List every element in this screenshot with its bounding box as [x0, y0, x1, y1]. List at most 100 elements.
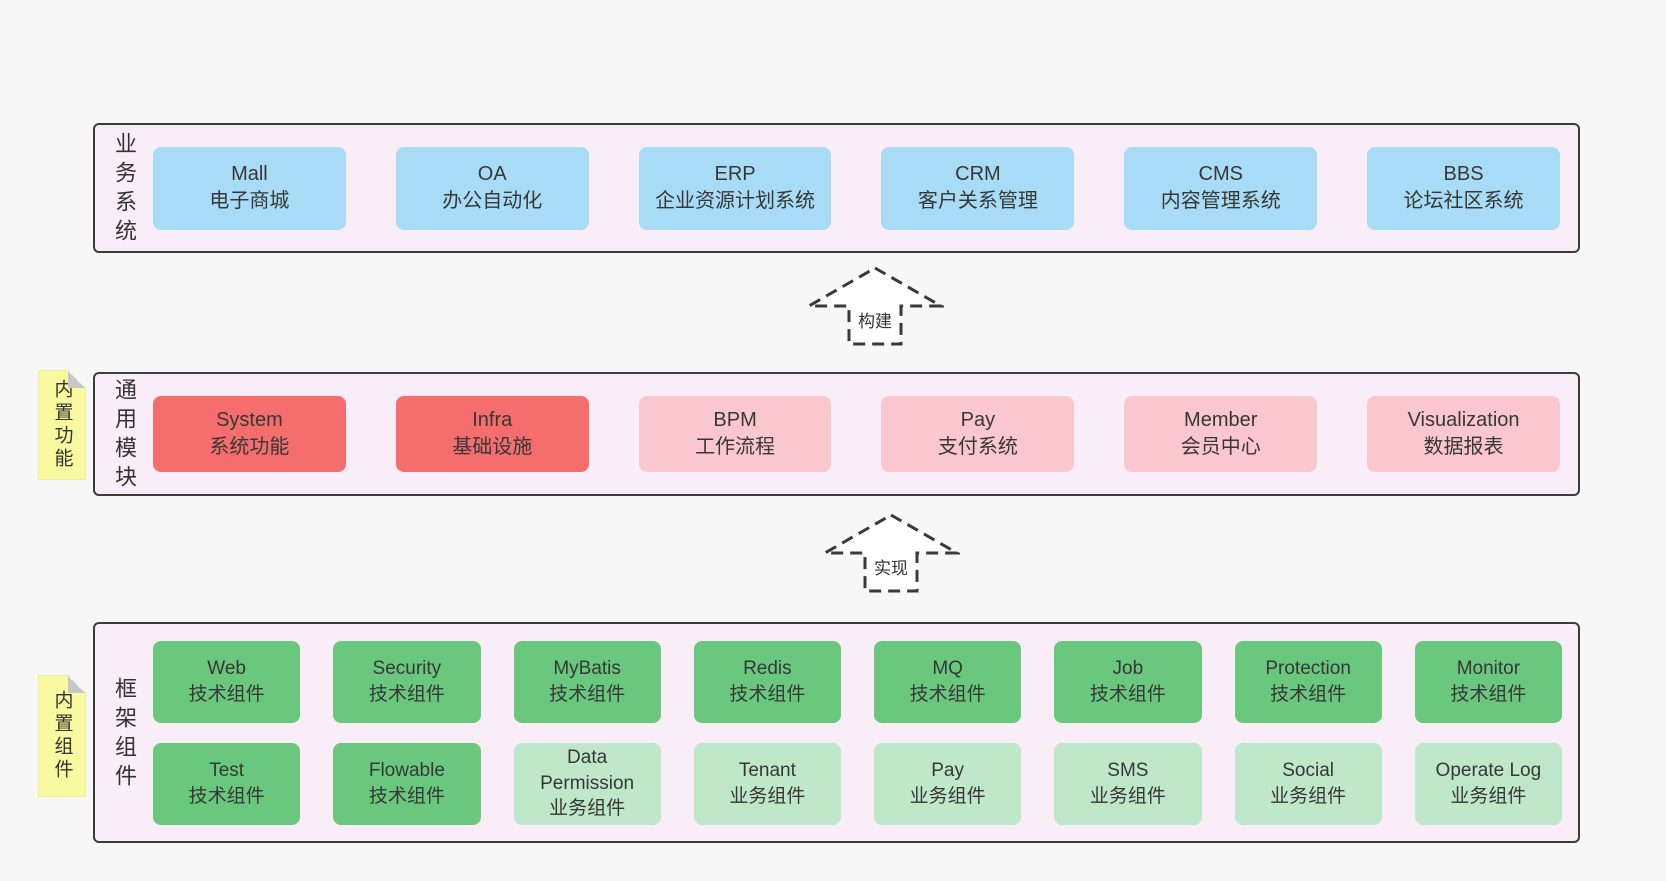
box-erp: ERP 企业资源计划系统 — [638, 146, 832, 230]
box-pay-component: Pay 业务组件 — [874, 742, 1022, 825]
box-title: Monitor — [1456, 657, 1521, 679]
box-system: System 系统功能 — [153, 396, 346, 472]
box-title: ERP — [714, 163, 756, 185]
box-social: Social 业务组件 — [1234, 742, 1382, 825]
box-title: Pay — [960, 409, 996, 431]
framework-row-2: Test 技术组件 Flowable 技术组件 Data Permission … — [153, 742, 1562, 825]
arrow-label: 实现 — [874, 559, 908, 578]
box-title: Test — [209, 759, 245, 781]
sticky-tag-builtin-components: 内置组件 — [38, 675, 86, 797]
box-subtitle: 技术组件 — [368, 785, 445, 807]
box-subtitle: 会员中心 — [1180, 436, 1261, 458]
framework-box-area: Web 技术组件 Security 技术组件 MyBatis 技术组件 Redi… — [153, 624, 1578, 841]
tag-label: 内置功能 — [51, 379, 73, 471]
box-subtitle: 论坛社区系统 — [1403, 190, 1524, 212]
box-title: CMS — [1198, 163, 1243, 185]
box-subtitle: 基础设施 — [452, 436, 533, 458]
box-infra: Infra 基础设施 — [395, 396, 589, 472]
box-bpm: BPM 工作流程 — [638, 396, 832, 472]
box-title: MQ — [932, 657, 963, 679]
box-subtitle: 业务组件 — [1089, 785, 1166, 807]
box-title: BBS — [1443, 163, 1484, 185]
box-subtitle: 技术组件 — [1450, 683, 1527, 705]
box-title: Operate Log — [1435, 759, 1542, 781]
panel-label-modules: 通用模块 — [112, 378, 137, 494]
box-title: Redis — [743, 657, 792, 679]
box-visualization: Visualization 数据报表 — [1367, 396, 1560, 472]
box-job: Job 技术组件 — [1054, 640, 1202, 723]
box-data-permission: Data Permission 业务组件 — [513, 742, 661, 825]
modules-box-area: System 系统功能 Infra 基础设施 BPM 工作流程 Pay 支付系统… — [153, 374, 1578, 494]
box-subtitle: 内容管理系统 — [1160, 190, 1281, 212]
box-title: System — [216, 409, 283, 431]
box-title: Job — [1112, 657, 1144, 679]
box-subtitle: 系统功能 — [209, 436, 290, 458]
box-title: Web — [207, 657, 246, 679]
implement-arrow: 实现 — [822, 512, 960, 594]
box-subtitle: 办公自动化 — [442, 190, 543, 212]
panel-framework-components: 框架组件 Web 技术组件 Security 技术组件 MyBatis 技术组件… — [93, 622, 1580, 843]
box-mall: Mall 电子商城 — [153, 146, 346, 230]
folded-corner-icon — [68, 371, 85, 388]
box-title: Member — [1184, 409, 1258, 431]
box-subtitle: 数据报表 — [1423, 436, 1504, 458]
box-title: Social — [1282, 759, 1334, 781]
box-title: BPM — [713, 409, 757, 431]
box-title: Mall — [231, 163, 268, 185]
box-title: Visualization — [1407, 409, 1520, 431]
box-mybatis: MyBatis 技术组件 — [513, 640, 661, 723]
box-subtitle: 业务组件 — [729, 785, 806, 807]
box-subtitle: 企业资源计划系统 — [655, 190, 816, 212]
box-cms: CMS 内容管理系统 — [1124, 146, 1318, 230]
folded-corner-icon — [68, 676, 85, 693]
panel-label-framework: 框架组件 — [112, 676, 137, 793]
box-flowable: Flowable 技术组件 — [333, 742, 481, 825]
box-monitor: Monitor 技术组件 — [1414, 640, 1562, 723]
box-operate-log: Operate Log 业务组件 — [1414, 742, 1562, 825]
box-title: OA — [477, 163, 507, 185]
box-test: Test 技术组件 — [153, 742, 301, 825]
box-sms: SMS 业务组件 — [1054, 742, 1202, 825]
box-bbs: BBS 论坛社区系统 — [1367, 146, 1560, 230]
business-box-area: Mall 电子商城 OA 办公自动化 ERP 企业资源计划系统 CRM 客户关系… — [153, 125, 1578, 251]
box-title: Protection — [1265, 657, 1351, 679]
box-redis: Redis 技术组件 — [693, 640, 841, 723]
box-subtitle: 业务组件 — [1270, 785, 1347, 807]
up-arrow-icon — [806, 266, 944, 346]
box-subtitle: 技术组件 — [909, 683, 986, 705]
box-title: CRM — [955, 163, 1001, 185]
box-title: Pay — [931, 759, 964, 781]
box-subtitle: 技术组件 — [1270, 683, 1347, 705]
box-subtitle: 技术组件 — [729, 683, 806, 705]
build-arrow: 构建 — [806, 265, 944, 347]
box-subtitle: 电子商城 — [209, 190, 290, 212]
box-title: MyBatis — [553, 657, 621, 679]
box-pay: Pay 支付系统 — [881, 396, 1075, 472]
box-title: Flowable — [368, 759, 445, 781]
framework-row-1: Web 技术组件 Security 技术组件 MyBatis 技术组件 Redi… — [153, 640, 1562, 723]
box-member: Member 会员中心 — [1124, 396, 1318, 472]
box-title: Tenant — [738, 759, 796, 781]
box-oa: OA 办公自动化 — [395, 146, 589, 230]
panel-label-business: 业务系统 — [112, 132, 137, 248]
box-title: Infra — [472, 409, 513, 431]
panel-business-systems: 业务系统 Mall 电子商城 OA 办公自动化 ERP 企业资源计划系统 CRM… — [93, 123, 1580, 253]
box-subtitle: 技术组件 — [188, 683, 265, 705]
up-arrow-icon — [822, 513, 960, 593]
arrow-label: 构建 — [858, 312, 892, 331]
box-security: Security 技术组件 — [333, 640, 481, 723]
box-subtitle: 客户关系管理 — [917, 190, 1038, 212]
box-subtitle: 业务组件 — [1450, 785, 1527, 807]
sticky-tag-builtin-features: 内置功能 — [38, 370, 86, 480]
box-subtitle: 业务组件 — [909, 785, 986, 807]
box-title: Data Permission — [540, 747, 635, 794]
box-title: Security — [372, 657, 442, 679]
box-subtitle: 技术组件 — [549, 683, 626, 705]
box-subtitle: 业务组件 — [549, 798, 626, 820]
box-mq: MQ 技术组件 — [874, 640, 1022, 723]
box-crm: CRM 客户关系管理 — [881, 146, 1075, 230]
box-subtitle: 技术组件 — [368, 683, 445, 705]
box-title: SMS — [1107, 759, 1149, 781]
tag-label: 内置组件 — [51, 690, 73, 782]
